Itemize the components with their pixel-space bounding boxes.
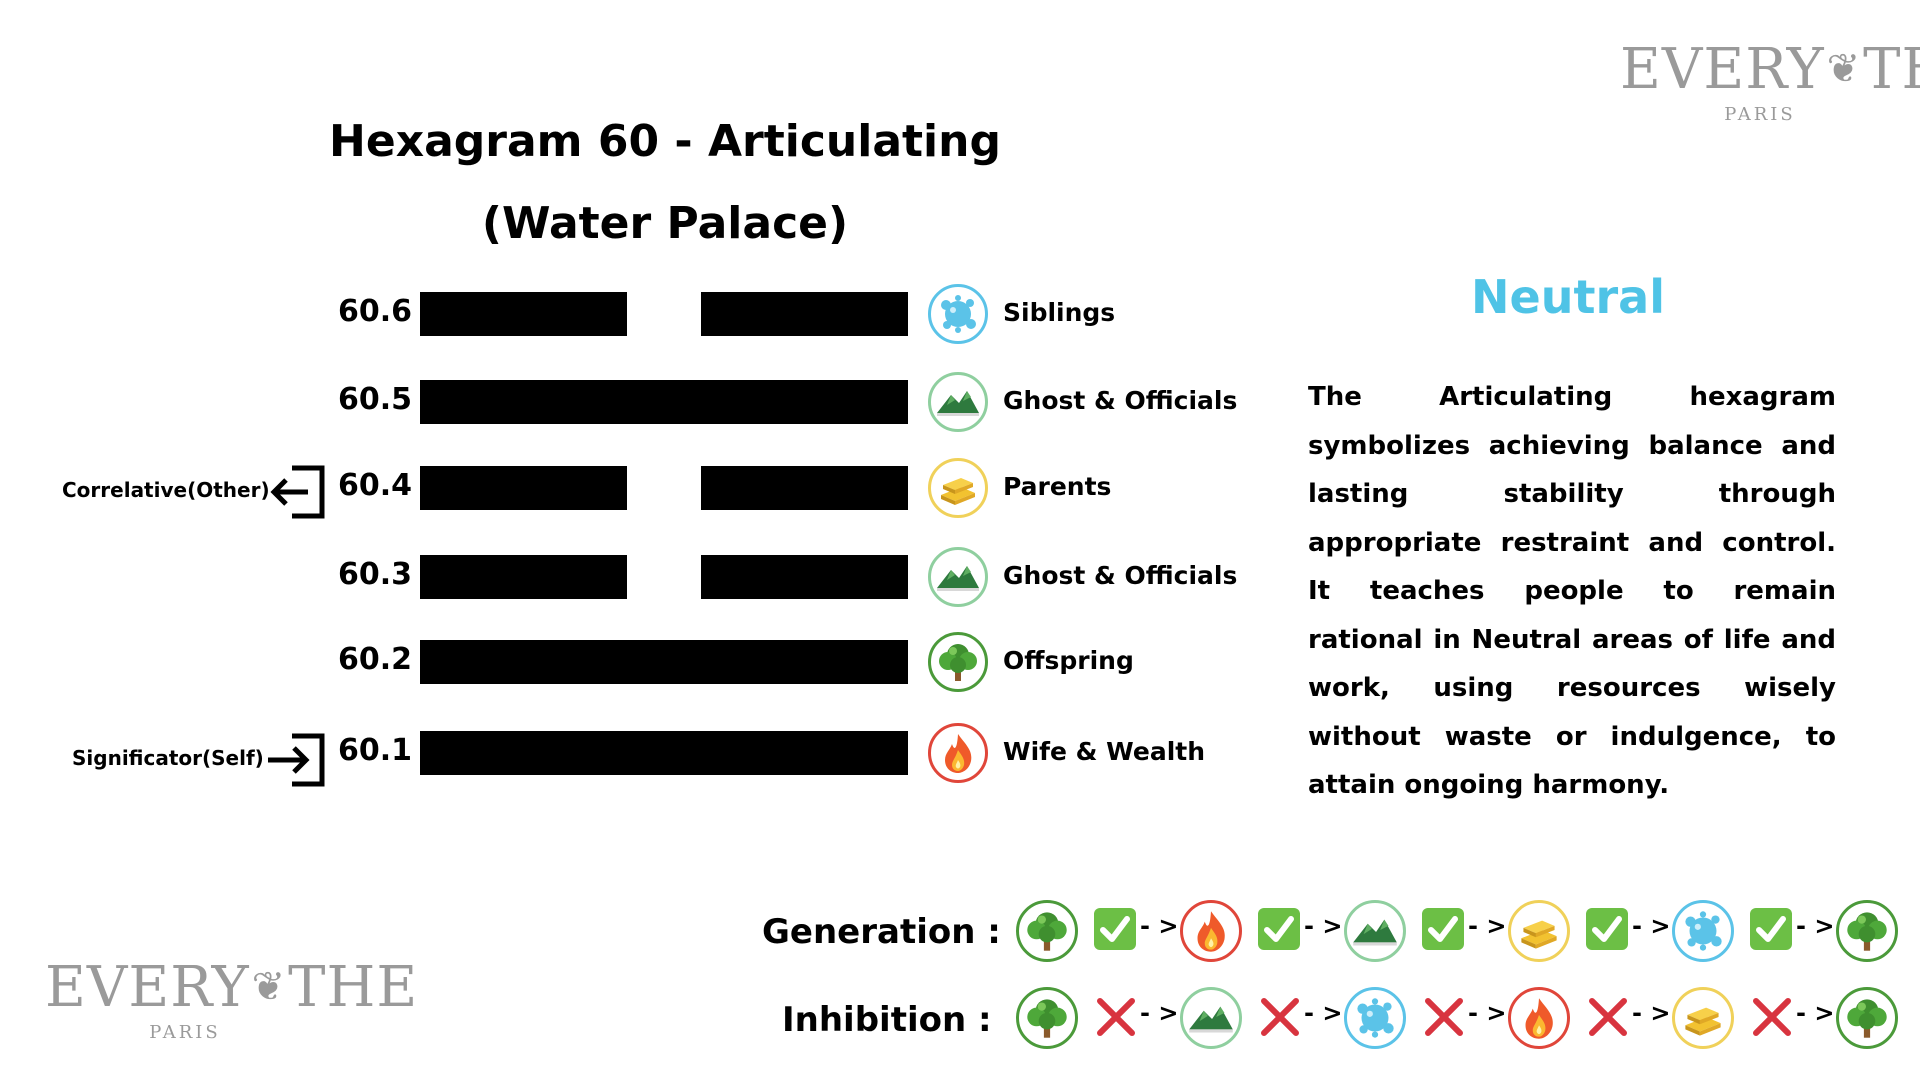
earth-icon xyxy=(1344,900,1406,962)
arrow-icon: - > xyxy=(1632,999,1671,1027)
brand-logo-top: EVERY❦THE PARIS xyxy=(1620,37,1920,126)
brand-logo-bottom: EVERY❦THE PARIS xyxy=(45,955,419,1044)
check-icon xyxy=(1750,908,1792,950)
yin-line-segment xyxy=(420,466,627,510)
arrow-icon: - > xyxy=(1140,999,1179,1027)
yin-line-segment xyxy=(701,292,908,336)
fire-icon xyxy=(1180,900,1242,962)
cross-icon xyxy=(1750,995,1794,1039)
cross-icon xyxy=(1586,995,1630,1039)
check-icon xyxy=(1586,908,1628,950)
fire-icon xyxy=(928,723,988,783)
water-icon xyxy=(1672,900,1734,962)
fire-icon xyxy=(1508,987,1570,1049)
wood-icon xyxy=(1836,900,1898,962)
earth-icon xyxy=(928,372,988,432)
earth-icon xyxy=(1180,987,1242,1049)
relation-label: Parents xyxy=(1003,472,1112,501)
check-icon xyxy=(1422,908,1464,950)
metal-icon xyxy=(928,458,988,518)
relation-label: Ghost & Officials xyxy=(1003,561,1238,590)
inhibition-label: Inhibition : xyxy=(782,1000,992,1040)
wood-icon xyxy=(928,632,988,692)
check-icon xyxy=(1094,908,1136,950)
earth-icon xyxy=(928,547,988,607)
yang-line-bar xyxy=(420,640,908,684)
arrow-icon: - > xyxy=(1796,999,1835,1027)
wood-icon xyxy=(1016,900,1078,962)
correlative-label: Correlative(Other) xyxy=(62,478,270,502)
cross-icon xyxy=(1258,995,1302,1039)
enter-arrow-left-icon xyxy=(270,465,325,519)
page-title: Hexagram 60 - Articulating xyxy=(329,116,1001,167)
yin-line-segment xyxy=(420,292,627,336)
line-number: 60.5 xyxy=(338,382,413,417)
wood-icon xyxy=(1836,987,1898,1049)
generation-label: Generation : xyxy=(762,912,1001,952)
arrow-icon: - > xyxy=(1304,912,1343,940)
metal-icon xyxy=(1508,900,1570,962)
arrow-icon: - > xyxy=(1304,999,1343,1027)
line-number: 60.2 xyxy=(338,642,413,677)
yang-line-bar xyxy=(420,380,908,424)
hexagram-description: The Articulating hexagram symbolizes ach… xyxy=(1308,382,1836,800)
yin-line-segment xyxy=(701,466,908,510)
enter-arrow-right-icon xyxy=(268,733,325,787)
relation-label: Offspring xyxy=(1003,646,1134,675)
fleur-ornament-icon: ❦ xyxy=(251,964,287,1010)
page-subtitle: (Water Palace) xyxy=(481,198,849,249)
fortune-label: Neutral xyxy=(1471,270,1665,324)
line-number: 60.4 xyxy=(338,468,413,503)
arrow-icon: - > xyxy=(1468,912,1507,940)
water-icon xyxy=(928,284,988,344)
yin-line-segment xyxy=(701,555,908,599)
fleur-ornament-icon: ❦ xyxy=(1826,46,1862,92)
relation-label: Ghost & Officials xyxy=(1003,386,1238,415)
line-number: 60.6 xyxy=(338,294,413,329)
cross-icon xyxy=(1094,995,1138,1039)
arrow-icon: - > xyxy=(1468,999,1507,1027)
check-icon xyxy=(1258,908,1300,950)
cross-icon xyxy=(1422,995,1466,1039)
relation-label: Siblings xyxy=(1003,298,1116,327)
relation-label: Wife & Wealth xyxy=(1003,737,1206,766)
significator-label: Significator(Self) xyxy=(72,746,264,770)
yang-line-bar xyxy=(420,731,908,775)
yin-line-segment xyxy=(420,555,627,599)
arrow-icon: - > xyxy=(1632,912,1671,940)
metal-icon xyxy=(1672,987,1734,1049)
line-number: 60.3 xyxy=(338,557,413,592)
water-icon xyxy=(1344,987,1406,1049)
line-number: 60.1 xyxy=(338,733,413,768)
arrow-icon: - > xyxy=(1796,912,1835,940)
arrow-icon: - > xyxy=(1140,912,1179,940)
wood-icon xyxy=(1016,987,1078,1049)
